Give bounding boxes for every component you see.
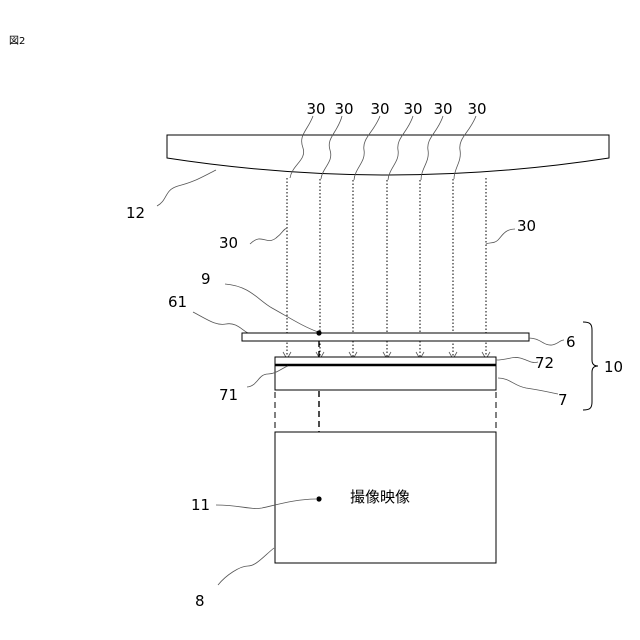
leader-8 (218, 548, 274, 585)
label-11: 11 (191, 496, 210, 514)
leader-72 (496, 357, 538, 362)
label-71: 71 (219, 386, 238, 404)
captured-image-caption: 撮像映像 (350, 488, 410, 506)
label-72: 72 (535, 354, 554, 372)
label-7: 7 (558, 391, 568, 409)
label-30: 30 (306, 100, 325, 118)
lens-12 (167, 135, 609, 175)
label-30: 30 (403, 100, 422, 118)
label-30-right: 30 (517, 217, 536, 235)
leader-6 (529, 338, 564, 345)
label-30-left: 30 (219, 234, 238, 252)
leader-7 (498, 378, 558, 394)
label-8: 8 (195, 592, 205, 610)
image-sensor-7 (275, 357, 496, 390)
label-9: 9 (201, 270, 211, 288)
point-9 (316, 330, 321, 335)
label-30: 30 (433, 100, 452, 118)
labels-30-top: 30 30 30 30 30 30 (306, 100, 486, 118)
point-11 (316, 496, 321, 501)
label-30: 30 (334, 100, 353, 118)
leader-30-left (250, 228, 287, 244)
label-30: 30 (467, 100, 486, 118)
label-12: 12 (126, 204, 145, 222)
label-30: 30 (370, 100, 389, 118)
label-61: 61 (168, 293, 187, 311)
label-6: 6 (566, 333, 576, 351)
leader-30-right (486, 229, 515, 244)
bracket-10 (583, 322, 598, 410)
label-10: 10 (604, 358, 623, 376)
leader-9 (225, 284, 318, 332)
leader-61 (193, 312, 248, 333)
figure-label: 図2 (9, 35, 25, 47)
cover-glass-6 (242, 333, 529, 341)
leader-12 (157, 170, 216, 206)
